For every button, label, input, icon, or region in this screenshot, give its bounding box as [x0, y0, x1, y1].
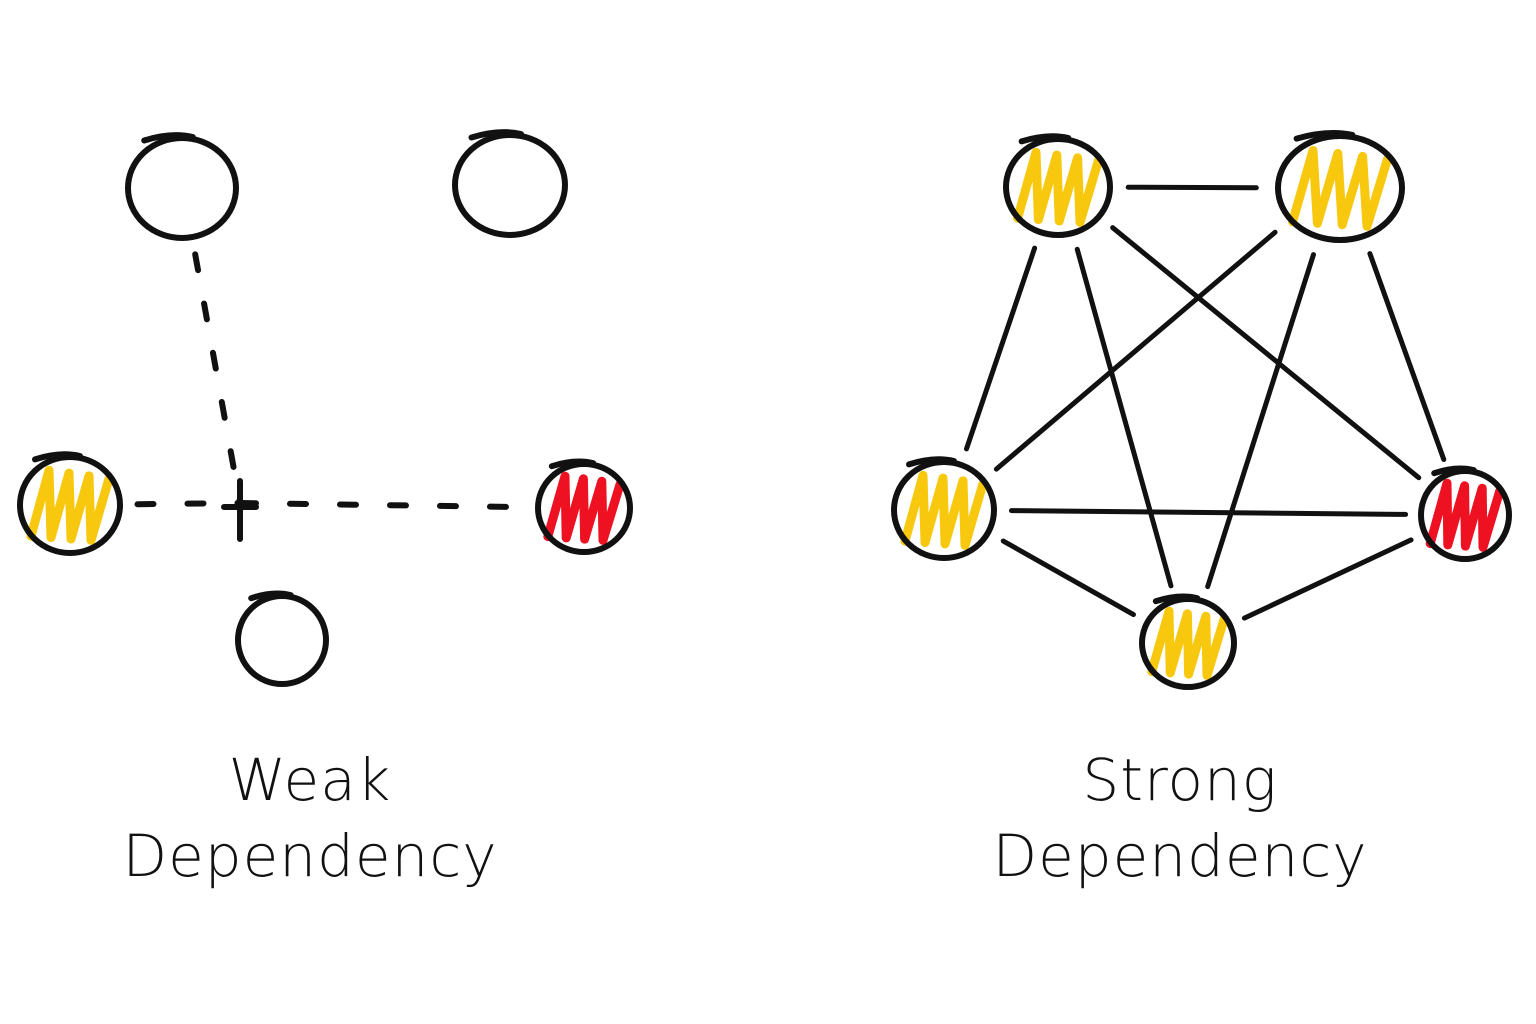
dashed-link-junction-w4 — [237, 500, 525, 511]
yellow-scribble-fill — [26, 465, 114, 545]
node-circle — [452, 132, 568, 238]
node-s2 — [1275, 130, 1405, 243]
node-w2 — [452, 129, 568, 238]
link-s2-s3 — [993, 229, 1278, 472]
yellow-scribble-fill — [1147, 606, 1229, 680]
node-stroke-overlap — [548, 458, 597, 470]
node-stroke-overlap — [1152, 593, 1201, 605]
link-s1-s2 — [1125, 184, 1259, 191]
node-w1 — [125, 132, 239, 241]
weak-label-line1: Weak — [228, 746, 392, 814]
weak-dependency-graph — [17, 129, 633, 687]
link-s1-s3 — [963, 245, 1038, 452]
link-s3-s4 — [1008, 508, 1409, 517]
link-s2-s5 — [1205, 252, 1316, 590]
node-stroke-overlap — [1018, 133, 1072, 145]
strong-dependency-label: Strong Dependency — [970, 742, 1390, 894]
node-stroke-overlap — [32, 451, 83, 463]
link-s3-s5 — [1000, 538, 1136, 618]
node-s5 — [1139, 593, 1237, 690]
link-s1-s4 — [1110, 225, 1422, 481]
node-w4 — [535, 458, 633, 555]
weak-label-line2: Dependency — [122, 822, 498, 890]
strong-dependency-graph — [891, 130, 1512, 690]
node-stroke-overlap — [468, 129, 524, 141]
node-w3 — [17, 451, 123, 556]
node-circle — [125, 135, 239, 241]
node-circle — [235, 593, 329, 687]
link-s2-s4 — [1367, 251, 1447, 463]
red-scribble-fill — [543, 471, 625, 545]
weak-dependency-label: Weak Dependency — [100, 742, 520, 894]
strong-label-line1: Strong — [1082, 746, 1278, 814]
dashed-link-w3-junction — [134, 500, 243, 508]
node-s4 — [1418, 465, 1512, 562]
node-stroke-overlap — [141, 132, 196, 144]
node-stroke-overlap — [906, 456, 957, 468]
yellow-scribble-fill — [1013, 147, 1103, 227]
node-stroke-overlap — [1293, 130, 1356, 142]
node-w5 — [235, 590, 329, 687]
red-scribble-fill — [1425, 478, 1505, 552]
link-s4-s5 — [1241, 537, 1414, 621]
node-s1 — [1003, 133, 1113, 238]
dashed-link-w1-junction — [192, 251, 243, 506]
node-stroke-overlap — [1431, 465, 1477, 477]
yellow-scribble-fill — [900, 470, 988, 550]
junction-plus-mark — [221, 478, 259, 542]
strong-label-line2: Dependency — [992, 822, 1368, 890]
yellow-scribble-fill — [1288, 145, 1392, 231]
link-s1-s5 — [1074, 246, 1174, 589]
node-stroke-overlap — [248, 590, 294, 602]
node-s3 — [891, 456, 997, 561]
